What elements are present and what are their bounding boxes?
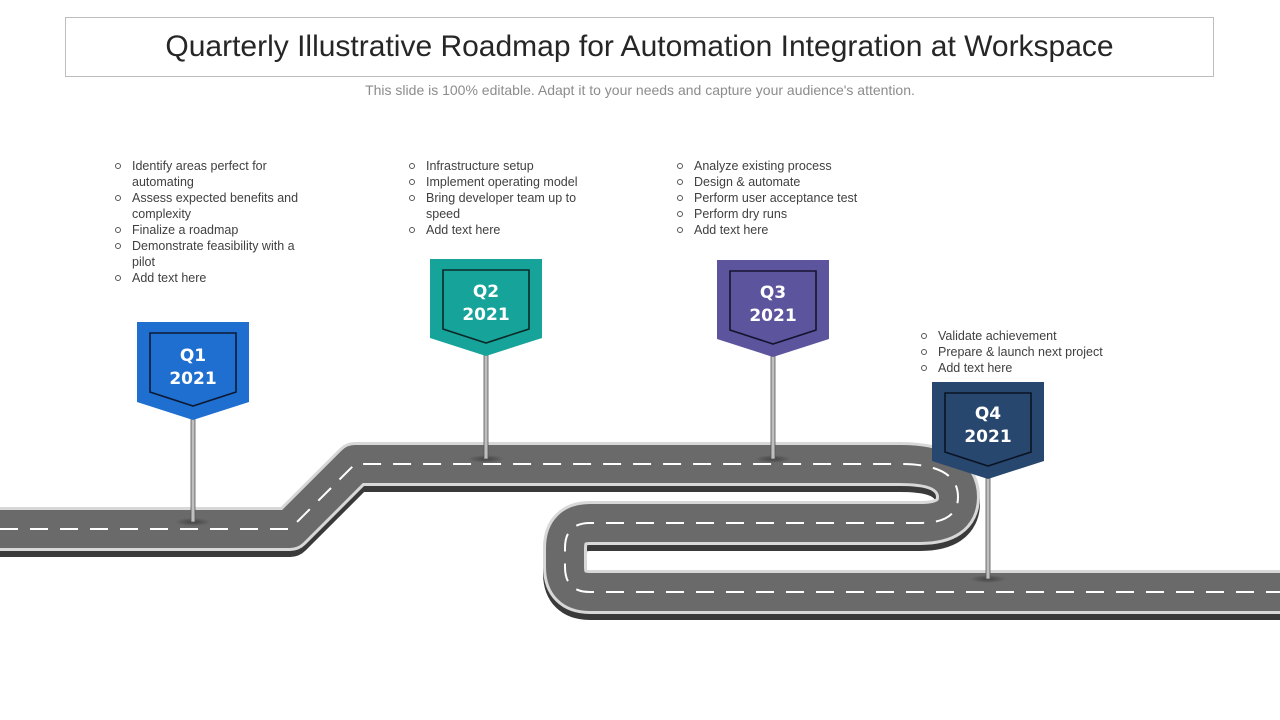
sign-q3 <box>717 260 829 357</box>
signpost-q2: Q2 2021 <box>430 259 542 463</box>
road-centerline <box>0 463 1280 593</box>
list-item: Identify areas perfect for automating <box>114 158 319 190</box>
q4-bullet-list: Validate achievement Prepare & launch ne… <box>920 328 1140 376</box>
subtitle: This slide is 100% editable. Adapt it to… <box>365 82 915 98</box>
list-item: Add text here <box>676 222 896 238</box>
list-item: Add text here <box>114 270 319 286</box>
sign-q2-year: 2021 <box>462 305 509 325</box>
list-item: Prepare & launch next project <box>920 344 1140 360</box>
signpost-q4: Q4 2021 <box>932 382 1044 583</box>
list-item: Demonstrate feasibility with a pilot <box>114 238 319 270</box>
page-title: Quarterly Illustrative Roadmap for Autom… <box>165 30 1114 63</box>
list-item: Add text here <box>920 360 1140 376</box>
sign-q3-quarter: Q3 <box>760 283 786 303</box>
list-item: Add text here <box>408 222 603 238</box>
sign-q1-year: 2021 <box>169 369 216 389</box>
q2-bullet-list: Infrastructure setup Implement operating… <box>408 158 603 238</box>
q3-bullet-list: Analyze existing process Design & automa… <box>676 158 896 238</box>
list-item: Implement operating model <box>408 174 603 190</box>
sign-q2 <box>430 259 542 356</box>
list-item: Perform user acceptance test <box>676 190 896 206</box>
list-item: Validate achievement <box>920 328 1140 344</box>
list-item: Perform dry runs <box>676 206 896 222</box>
list-item: Infrastructure setup <box>408 158 603 174</box>
road-shadow <box>0 442 1280 620</box>
sign-q2-quarter: Q2 <box>473 282 499 302</box>
list-item: Design & automate <box>676 174 896 190</box>
list-item: Assess expected benefits and complexity <box>114 190 319 222</box>
sign-q4-quarter: Q4 <box>975 404 1001 424</box>
signpost-q1: Q1 2021 <box>137 322 249 526</box>
sign-q1-quarter: Q1 <box>180 346 206 366</box>
title-box: Quarterly Illustrative Roadmap for Autom… <box>65 17 1214 77</box>
list-item: Finalize a roadmap <box>114 222 319 238</box>
sign-q1 <box>137 322 249 420</box>
signpost-q3: Q3 2021 <box>717 260 829 463</box>
q1-bullet-list: Identify areas perfect for automating As… <box>114 158 319 286</box>
list-item: Analyze existing process <box>676 158 896 174</box>
list-item: Bring developer team up to speed <box>408 190 603 222</box>
sign-q3-year: 2021 <box>749 306 796 326</box>
sign-q4 <box>932 382 1044 479</box>
sign-q4-year: 2021 <box>964 427 1011 447</box>
